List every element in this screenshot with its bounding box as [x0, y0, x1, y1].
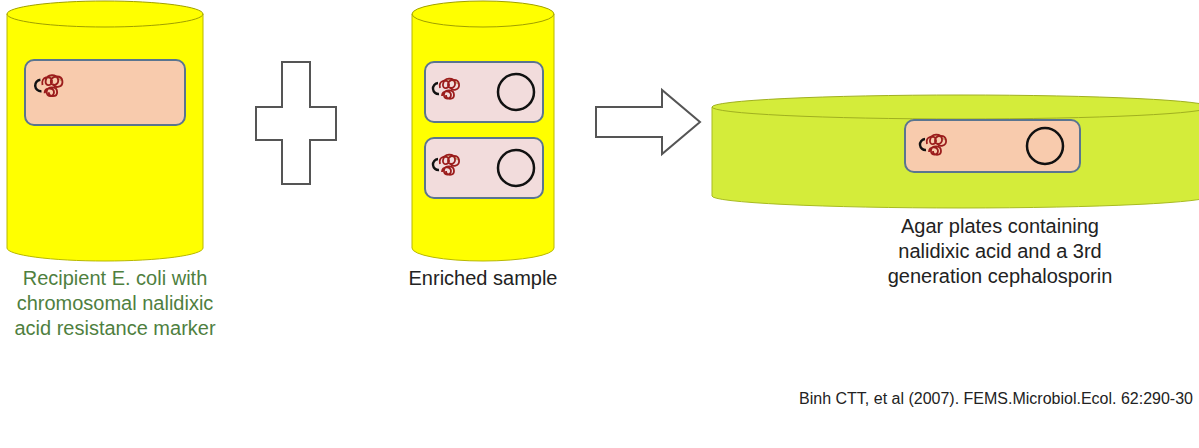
citation: Binh CTT, et al (2007). FEMS.Microbiol.E… [799, 390, 1193, 408]
block-arrow [596, 90, 700, 154]
enriched-cylinder [412, 1, 554, 261]
recipient-culture: Recipient E. coli with chromosomal nalid… [0, 0, 232, 262]
agar-plate: Agar plates containing nalidixic acid an… [712, 95, 1199, 207]
node-label: Recipient E. coli with chromosomal nalid… [2, 266, 228, 341]
enriched-sample: Enriched sample [410, 0, 556, 262]
plus-sign [256, 62, 336, 184]
agar-plate [712, 95, 1199, 208]
culture-cylinder [7, 1, 203, 261]
node-label: Agar plates containing nalidixic acid an… [875, 214, 1125, 289]
node-label: Enriched sample [398, 266, 568, 291]
